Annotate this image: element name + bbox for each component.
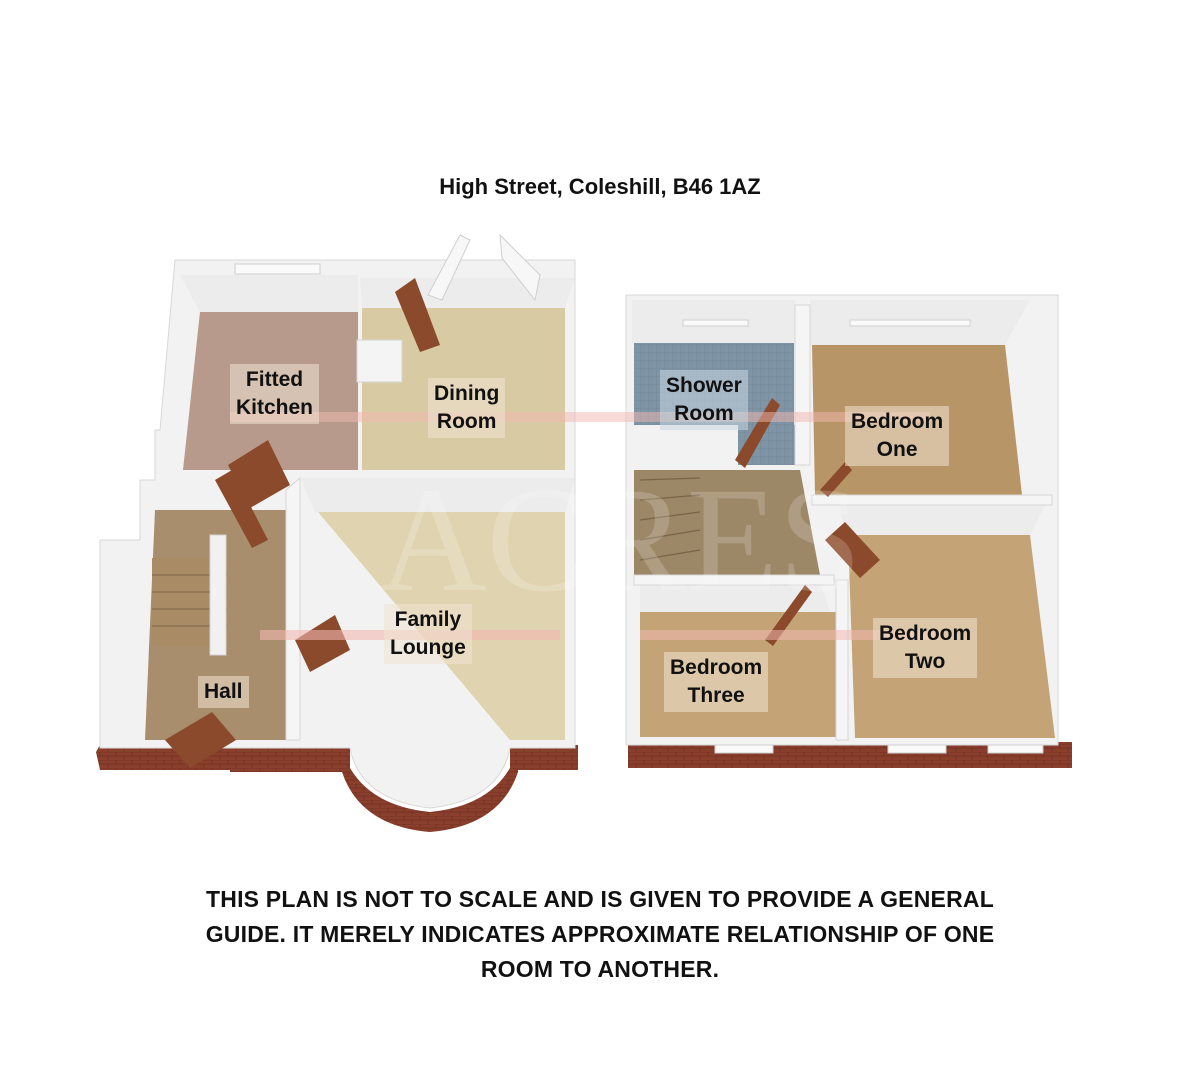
bedroom-two-door — [825, 522, 880, 578]
french-door-right — [499, 233, 541, 302]
bedroom-three-back-wall — [640, 582, 830, 612]
bedroom-one-window — [849, 319, 971, 327]
room-label-bedroom-three: Bedroom Three — [664, 652, 769, 712]
kitchen-window — [234, 263, 321, 275]
room-label-bedroom-two: Bedroom Two — [873, 618, 978, 678]
disclaimer-line-1: THIS PLAN IS NOT TO SCALE AND IS GIVEN T… — [206, 886, 994, 912]
room-label-family-lounge: Family Lounge — [384, 604, 472, 664]
room-label-hall: Hall — [198, 676, 249, 708]
bedroom-three-front-window — [714, 744, 774, 754]
room-label-line: Bedroom — [851, 410, 944, 433]
room-label-line: Two — [904, 650, 946, 673]
kitchen-back-wall — [180, 275, 358, 312]
brick-base-right — [510, 745, 578, 770]
room-label-line: Family — [394, 608, 462, 631]
room-label-line: Room — [436, 410, 497, 433]
room-label-line: One — [876, 438, 918, 461]
room-label-line: Dining — [434, 382, 500, 405]
dining-cupboard — [356, 339, 403, 383]
room-label-line: Shower — [666, 374, 742, 397]
room-label-line: Fitted — [245, 368, 304, 391]
wall-landing-bed3 — [633, 574, 835, 586]
bedroom-one-door — [820, 462, 852, 497]
hall-lounge-wall — [285, 476, 301, 741]
room-label-line: Hall — [204, 680, 243, 703]
property-address: High Street, Coleshill, B46 1AZ — [439, 174, 761, 199]
bay-window-brick — [342, 750, 518, 832]
shower-room-window — [682, 319, 749, 327]
lounge-door — [295, 615, 350, 672]
watermark-text: ACRES — [378, 457, 861, 623]
hall-door — [215, 470, 268, 548]
wall-bed1-bed2 — [811, 494, 1053, 506]
room-label-line: Lounge — [390, 636, 466, 659]
french-door-left — [427, 234, 471, 301]
first-floor-stairs — [639, 477, 701, 561]
disclaimer-line-2: GUIDE. IT MERELY INDICATES APPROXIMATE R… — [205, 921, 995, 947]
room-label-line: Bedroom — [879, 622, 972, 645]
ground-stairs — [152, 534, 227, 656]
dining-back-wall — [360, 278, 575, 308]
room-label-bedroom-one: Bedroom One — [845, 406, 950, 466]
brick-base-mid — [230, 745, 350, 772]
watermark-band-first-lower — [640, 630, 940, 640]
watermark-band-top — [230, 412, 600, 422]
ground-floor — [96, 233, 600, 832]
kitchen-door — [228, 440, 290, 508]
disclaimer-line-3: ROOM TO ANOTHER. — [480, 956, 720, 982]
front-door — [165, 712, 236, 768]
watermark-band-first — [600, 412, 930, 422]
bedroom-two-front-window-2 — [987, 744, 1044, 754]
wall-bed3-bed2 — [835, 579, 849, 741]
disclaimer: THIS PLAN IS NOT TO SCALE AND IS GIVEN T… — [100, 882, 1100, 987]
room-label-line: Kitchen — [236, 396, 314, 419]
room-label-line: Room — [674, 402, 734, 425]
room-label-fitted-kitchen: Fitted Kitchen — [230, 364, 320, 424]
room-label-shower-room: Shower Room — [660, 370, 748, 430]
lounge-back-wall — [300, 478, 575, 512]
room-label-dining-room: Dining Room — [428, 378, 506, 438]
bedroom-two-front-window-1 — [887, 744, 947, 754]
bedroom-two-back-wall — [840, 505, 1045, 535]
dining-door — [395, 278, 440, 352]
room-label-line: Three — [687, 684, 745, 707]
room-label-line: Bedroom — [670, 656, 763, 679]
wall-shower-bed1 — [794, 304, 811, 466]
